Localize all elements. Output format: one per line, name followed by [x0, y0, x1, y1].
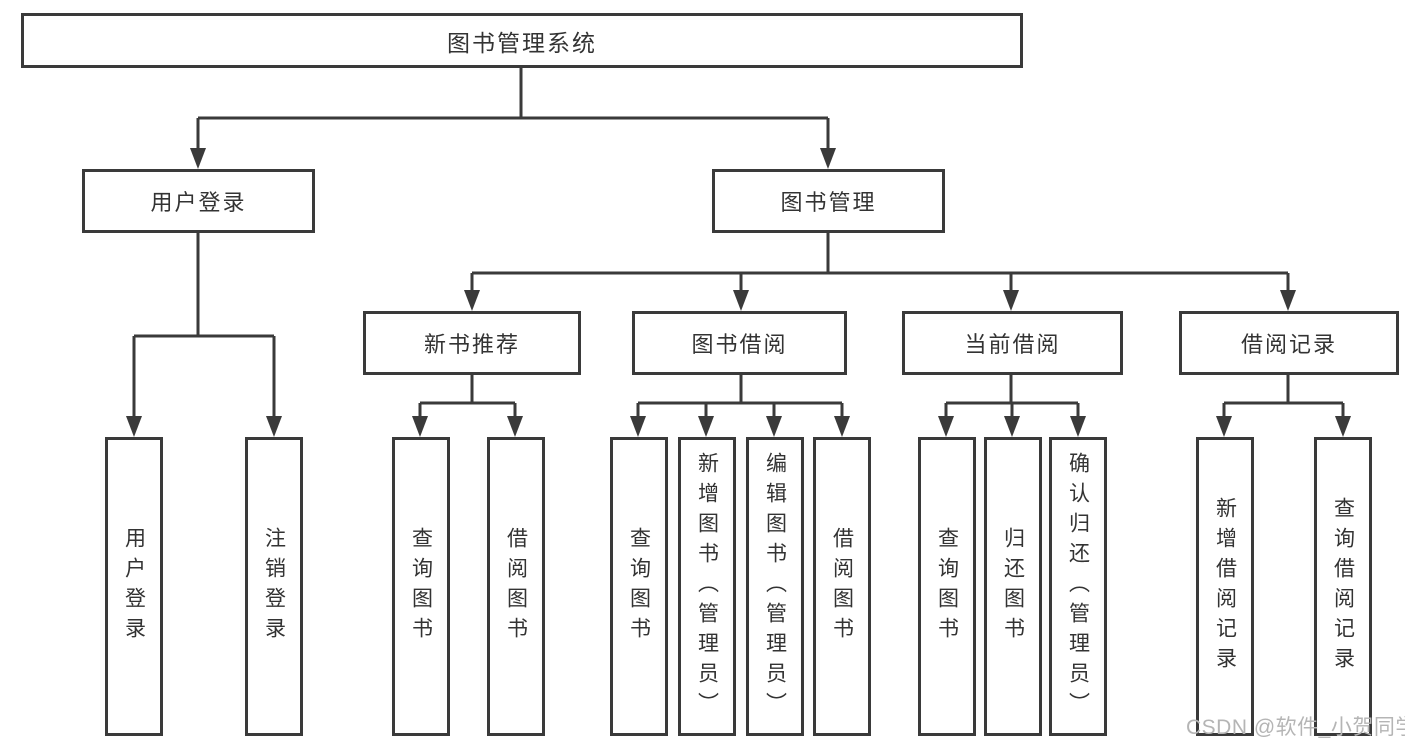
leaf-label: 用户登录: [122, 526, 146, 647]
node-current-borrowing: 当前借阅: [902, 311, 1123, 375]
node-label: 用户登录: [150, 190, 247, 215]
leaf-query-books-borrowing: 查询图书: [610, 437, 668, 736]
leaf-label: 借阅图书: [504, 526, 528, 647]
leaf-return-book: 归还图书: [984, 437, 1042, 736]
leaf-logout: 注销登录: [245, 437, 303, 736]
leaf-label: 查询借阅记录: [1331, 496, 1355, 677]
node-label: 图书借阅: [691, 332, 788, 357]
leaf-query-borrow-record: 查询借阅记录: [1314, 437, 1372, 736]
leaf-label: 注销登录: [262, 526, 286, 647]
leaf-query-books-recommend: 查询图书: [392, 437, 450, 736]
leaf-label: 确认归还（管理员）: [1066, 451, 1090, 722]
node-label: 当前借阅: [964, 332, 1061, 357]
leaf-user-login: 用户登录: [105, 437, 163, 736]
node-label: 图书管理: [780, 190, 877, 215]
leaf-confirm-return-admin: 确认归还（管理员）: [1049, 437, 1107, 736]
leaf-label: 编辑图书（管理员）: [763, 451, 787, 722]
node-book-management: 图书管理: [712, 169, 945, 233]
node-label: 新书推荐: [423, 332, 520, 357]
node-book-borrowing: 图书借阅: [632, 311, 847, 375]
leaf-label: 查询图书: [409, 526, 433, 647]
node-library-system: 图书管理系统: [21, 13, 1023, 68]
arrowheads: [126, 148, 1351, 437]
leaf-add-book-admin: 新增图书（管理员）: [678, 437, 736, 736]
node-borrowing-records: 借阅记录: [1179, 311, 1399, 375]
leaf-label: 查询图书: [935, 526, 959, 647]
leaf-label: 新增图书（管理员）: [695, 451, 719, 722]
leaf-add-borrow-record: 新增借阅记录: [1196, 437, 1254, 736]
node-label: 借阅记录: [1240, 332, 1337, 357]
leaf-borrow-books-recommend: 借阅图书: [487, 437, 545, 736]
leaf-edit-book-admin: 编辑图书（管理员）: [746, 437, 804, 736]
leaf-label: 借阅图书: [830, 526, 854, 647]
leaf-label: 归还图书: [1001, 526, 1025, 647]
leaf-borrow-books-borrowing: 借阅图书: [813, 437, 871, 736]
node-user-login: 用户登录: [82, 169, 315, 233]
node-label: 图书管理系统: [447, 29, 597, 56]
node-new-book-recommend: 新书推荐: [363, 311, 581, 375]
leaf-query-books-current: 查询图书: [918, 437, 976, 736]
leaf-label: 查询图书: [627, 526, 651, 647]
leaf-label: 新增借阅记录: [1213, 496, 1237, 677]
watermark: CSDN @软件_小贺同学: [1186, 716, 1405, 739]
